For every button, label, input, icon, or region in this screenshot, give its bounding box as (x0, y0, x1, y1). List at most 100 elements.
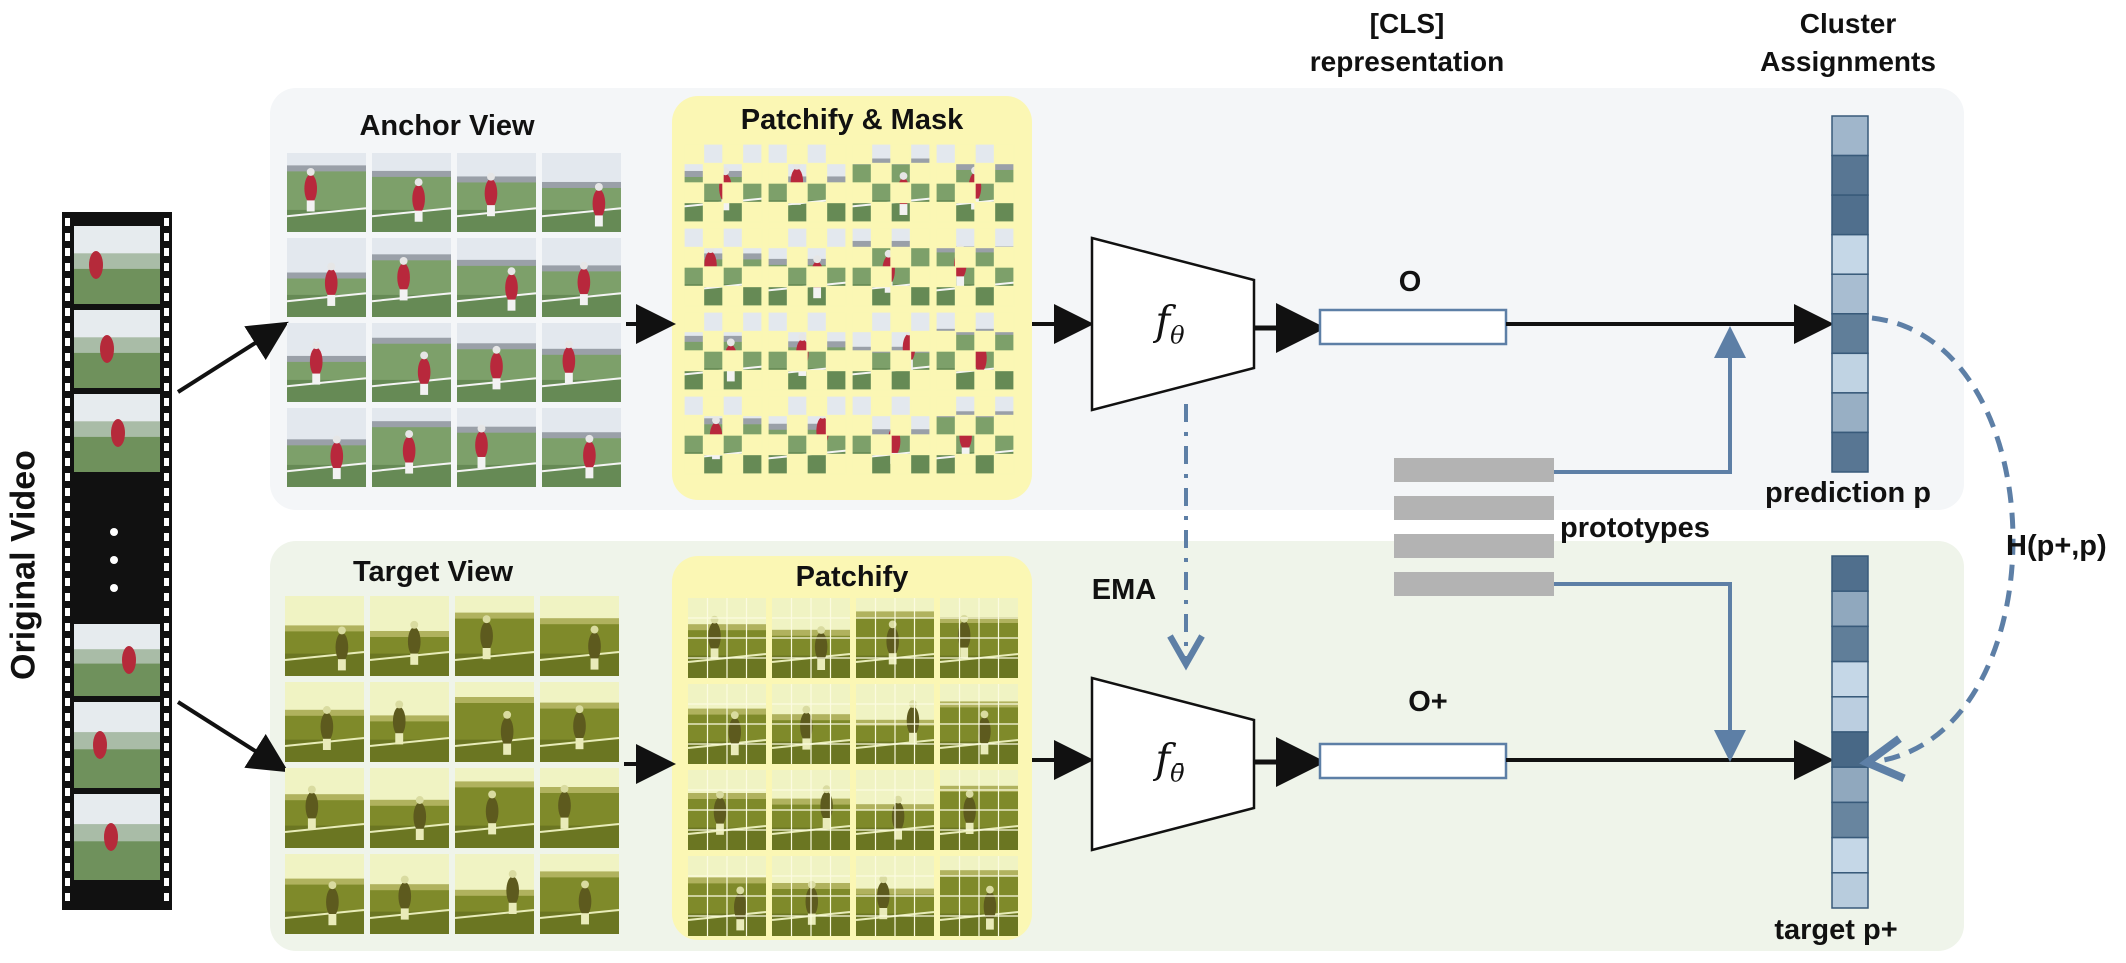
prototype-bars (1394, 458, 1554, 596)
cluster-cell (1831, 233, 1869, 275)
cluster-cell (1831, 660, 1869, 698)
video-frame (456, 238, 537, 317)
cluster-cell (1831, 313, 1869, 355)
cluster-cell (1831, 766, 1869, 804)
video-frame (939, 770, 1019, 850)
video-frame (454, 768, 535, 848)
video-frame (286, 408, 367, 487)
video-frame (939, 598, 1019, 678)
film-strip (62, 212, 172, 910)
loss-curve-arrow (1859, 315, 2016, 782)
o-label: O (1398, 266, 1422, 298)
video-frame (286, 153, 367, 232)
film-to-anchor-arrow (176, 321, 289, 394)
cluster-cell (1831, 872, 1869, 909)
film-frame (74, 624, 160, 696)
video-frame (369, 854, 450, 934)
cluster-cell (1831, 431, 1869, 473)
cluster-cell (1831, 194, 1869, 236)
film-frame (74, 702, 160, 788)
teacher-encoder (1090, 676, 1256, 852)
teacher-encoder-symbol: fθ̄ (1155, 736, 1185, 788)
prototypes-to-target-arrow (1554, 582, 1746, 762)
video-frame (539, 854, 620, 934)
prototype-bar (1394, 458, 1554, 482)
video-frame (767, 395, 847, 475)
video-frame (539, 768, 620, 848)
prototype-bar (1394, 496, 1554, 520)
video-frame (286, 238, 367, 317)
video-frame (284, 854, 365, 934)
video-frame (456, 153, 537, 232)
video-frame (454, 596, 535, 676)
cluster-cell (1831, 696, 1869, 733)
video-frame (771, 684, 851, 764)
video-frame (371, 323, 452, 402)
video-frame (855, 770, 935, 850)
video-frame (284, 768, 365, 848)
video-frame (683, 311, 763, 391)
video-frame (371, 153, 452, 232)
video-frame (939, 684, 1019, 764)
patchify-mask-title: Patchify & Mask (740, 104, 964, 136)
patchify-title: Patchify (795, 561, 909, 593)
video-frame (851, 395, 931, 475)
film-frame (74, 794, 160, 880)
video-frame (935, 227, 1015, 307)
student-encoder (1090, 236, 1256, 412)
cluster-cell (1831, 352, 1869, 394)
prototype-bar (1394, 534, 1554, 558)
video-frame (855, 856, 935, 936)
video-frame (371, 238, 452, 317)
film-frame (74, 310, 160, 388)
video-frame (935, 143, 1015, 223)
o-representation-bar (1318, 308, 1508, 346)
original-video-label: Original Video (4, 450, 43, 680)
video-frame (687, 684, 767, 764)
prototypes-label: prototypes (1560, 512, 1710, 544)
video-frame (371, 408, 452, 487)
video-frame (687, 770, 767, 850)
video-frame (855, 684, 935, 764)
cluster-cell (1831, 555, 1869, 592)
ellipsis-dots (110, 528, 118, 592)
video-frame (683, 227, 763, 307)
anchor-view-title: Anchor View (359, 110, 535, 142)
video-frame (541, 238, 622, 317)
cluster-cell (1831, 801, 1869, 839)
target-cluster-vector (1831, 555, 1869, 909)
video-frame (687, 598, 767, 678)
o-plus-label: O+ (1408, 686, 1448, 718)
cluster-cell (1831, 625, 1869, 663)
cls-label-line1: [CLS] (1369, 8, 1445, 39)
video-frame (851, 311, 931, 391)
video-frame (541, 408, 622, 487)
video-frame (539, 682, 620, 762)
cls-label-line2: representation (1309, 46, 1505, 77)
student-encoder-symbol: fθ (1155, 298, 1185, 350)
video-frame (935, 395, 1015, 475)
video-frame (935, 311, 1015, 391)
video-frame (687, 856, 767, 936)
loss-label: H(p+,p) (2006, 530, 2107, 562)
film-frame (74, 394, 160, 472)
video-frame (683, 143, 763, 223)
target-view-title: Target View (352, 556, 514, 588)
prototype-bar (1394, 572, 1554, 596)
prediction-label: prediction p (1765, 477, 1931, 509)
cluster-cell (1831, 273, 1869, 315)
video-frame (767, 143, 847, 223)
video-frame (286, 323, 367, 402)
video-frame (771, 770, 851, 850)
cluster-label-line2: Assignments (1760, 46, 1936, 77)
film-frame (74, 226, 160, 304)
target-label: target p+ (1774, 914, 1898, 946)
video-frame (767, 227, 847, 307)
cluster-cell (1831, 590, 1869, 628)
o-plus-representation-bar (1318, 742, 1508, 780)
film-to-target-arrow (176, 700, 289, 773)
cluster-cell (1831, 392, 1869, 434)
patchified-frames (687, 598, 1019, 936)
video-frame (767, 311, 847, 391)
